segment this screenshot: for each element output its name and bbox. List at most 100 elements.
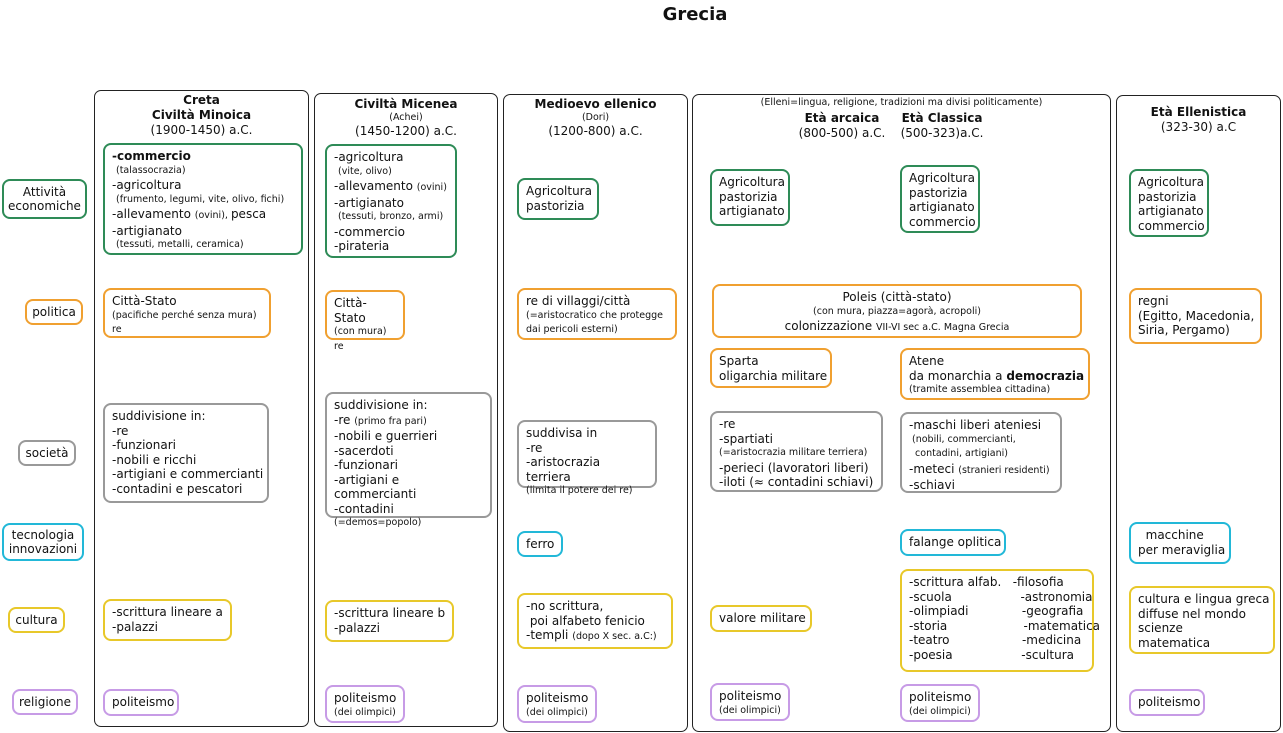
category-societa: società (18, 440, 76, 466)
medioevo-soc-detail: (limita il potere dei re) (526, 485, 633, 496)
header-classica-dates: (500-323)a.C. (900, 126, 984, 140)
poleis-colonizzazione-detail: VII-VI sec a.C. Magna Grecia (875, 322, 1010, 333)
arcaica-rel-detail: (dei olimpici) (719, 704, 781, 716)
header-ellenica-note: (Elleni=lingua, religione, tradizioni ma… (760, 97, 1043, 108)
atene-detail: (tramite assemblea cittadina) (909, 384, 1051, 395)
page-title: Grecia (662, 4, 728, 25)
minoica-eco-pesca: pesca (230, 207, 267, 221)
header-micenea: Civiltà Micenea (Achei) (1450-1200) a.C. (314, 97, 498, 139)
poleis-box: Poleis (città-stato) (con mura, piazza=a… (712, 284, 1082, 338)
medioevo-cultura-box: -no scrittura, poi alfabeto fenicio -tem… (517, 593, 673, 649)
medioevo-soc-aristocrazia: -aristocrazia terriera (526, 455, 601, 484)
micenea-religione-box: politeismo (dei olimpici) (325, 685, 405, 723)
classica-cultura-box: -scrittura alfab. -filosofia -scuola -as… (900, 569, 1100, 672)
arcaica-soc-re: -re (719, 417, 736, 431)
micenea-pol-citta: Città-Stato (334, 296, 367, 325)
micenea-eco-art-detail: (tessuti, bronzo, armi) (338, 211, 444, 222)
medioevo-religione-box: politeismo (dei olimpici) (517, 685, 597, 723)
header-medioevo-people: (Dori) (581, 112, 610, 123)
minoica-eco-artigianato-detail: (tessuti, metalli, ceramica) (116, 239, 244, 250)
arcaica-cultura-box: valore militare (710, 605, 812, 632)
micenea-politica-box: Città-Stato (con mura) re (325, 290, 405, 352)
medioevo-pol-detail2: dai pericoli esterni) (526, 324, 618, 335)
minoica-eco-ovini: (ovini), (194, 210, 231, 221)
arcaica-economia-box: Agricoltura pastorizia artigianato (710, 169, 790, 226)
medioevo-pol-re: re di villaggi/città (526, 294, 631, 308)
category-cultura: cultura (8, 607, 65, 633)
arcaica-soc-spartiati-detail: (=aristocrazia militare terriera) (719, 447, 868, 458)
medioevo-cul-templi-detail: (dopo X sec. a.C:) (572, 631, 657, 642)
micenea-soc-demos: (=demos=popolo) (334, 517, 422, 528)
minoica-eco-talassocrazia: (talassocrazia) (116, 164, 186, 176)
arcaica-rel-politeismo: politeismo (719, 689, 782, 703)
header-ellenica-note-wrap: (Elleni=lingua, religione, tradizioni ma… (692, 97, 1111, 109)
micenea-economia-box: -agricoltura (vite, olivo) -allevamento … (325, 144, 457, 258)
poleis-detail: (con mura, piazza=agorà, acropoli) (813, 305, 981, 317)
classica-soc-maschi-detail1: (nobili, commercianti, (909, 433, 1016, 445)
header-classica: Età Classica (500-323)a.C. (882, 111, 1002, 141)
micenea-rel-detail: (dei olimpici) (334, 706, 396, 718)
ellenistica-politica-box: regni (Egitto, Macedonia, Siria, Pergamo… (1129, 288, 1262, 344)
minoica-pol-detail: (pacifiche perché senza mura) (112, 309, 257, 321)
header-medioevo-name: Medioevo ellenico (534, 97, 657, 111)
medioevo-cul-templi: -templi (526, 628, 569, 642)
atene-democrazia: democrazia (1006, 368, 1085, 383)
header-medioevo: Medioevo ellenico (Dori) (1200-800) a.C. (503, 97, 688, 139)
medioevo-economia-box: Agricoltura pastorizia (517, 178, 599, 220)
header-minoica-place: Creta (183, 93, 220, 107)
minoica-eco-artigianato: -artigianato (112, 223, 182, 238)
column-ellenistica (1116, 95, 1281, 732)
minoica-politica-box: Città-Stato (pacifiche perché senza mura… (103, 288, 271, 338)
header-ellenistica-name: Età Ellenistica (1150, 105, 1247, 119)
micenea-cultura-box: -scrittura lineare b -palazzi (325, 600, 454, 642)
medioevo-cul-noscrittura: -no scrittura, (526, 599, 604, 613)
header-medioevo-dates: (1200-800) a.C. (548, 124, 643, 138)
header-micenea-name: Civiltà Micenea (354, 97, 458, 111)
ellenistica-economia-box: Agricoltura pastorizia artigianato comme… (1129, 169, 1209, 237)
header-ellenistica: Età Ellenistica (323-30) a.C (1116, 105, 1281, 135)
micenea-soc-re-detail: (primo fra pari) (354, 415, 427, 427)
header-minoica: Creta Civiltà Minoica (1900-1450) a.C. (94, 93, 309, 138)
classica-soc-maschi-detail2: contadini, artigiani) (909, 448, 1008, 459)
classica-societa-box: -maschi liberi ateniesi (nobili, commerc… (900, 412, 1062, 493)
atene-title: Atene (909, 354, 945, 368)
classica-economia-box: Agricoltura pastorizia artigianato comme… (900, 165, 980, 233)
classica-soc-maschi: -maschi liberi ateniesi (909, 418, 1042, 432)
micenea-soc-artigiani: -artigiani e commercianti (334, 472, 417, 502)
micenea-soc-suddivisione: suddivisione in: (334, 398, 428, 412)
micenea-eco-artigianato: -artigianato (334, 195, 404, 210)
classica-soc-meteci: -meteci (909, 461, 955, 476)
header-classica-name: Età Classica (901, 111, 983, 125)
micenea-soc-funzionari: -funzionari (334, 458, 398, 472)
minoica-eco-allevamento: -allevamento (112, 207, 191, 221)
minoica-pol-re: re (112, 324, 122, 335)
micenea-eco-allevamento: -allevamento (334, 179, 413, 193)
classica-tecnologia-box: falange oplitica (900, 529, 1006, 556)
micenea-soc-nobili: -nobili e guerrieri (334, 429, 438, 443)
medioevo-rel-detail: (dei olimpici) (526, 706, 588, 718)
medioevo-pol-detail1: (=aristocratico che protegge (526, 309, 664, 321)
medioevo-soc-re: -re (526, 440, 543, 455)
header-arcaica-name: Età arcaica (804, 111, 880, 125)
column-minoica (94, 90, 309, 727)
header-micenea-people: (Achei) (389, 112, 423, 123)
arcaica-soc-perieci: -perieci (lavoratori liberi) (719, 460, 869, 475)
micenea-societa-box: suddivisione in: -re (primo fra pari) -n… (325, 392, 492, 528)
minoica-eco-agricoltura-detail: (frumento, legumi, vite, olivo, fichi) (116, 193, 285, 205)
poleis-colonizzazione: colonizzazione (784, 319, 873, 333)
classica-rel-detail: (dei olimpici) (909, 705, 971, 717)
ellenistica-religione-box: politeismo (1129, 689, 1205, 716)
arcaica-soc-spartiati: -spartiati (719, 431, 773, 446)
micenea-eco-commercio: -commercio (334, 224, 405, 239)
category-politica: politica (25, 299, 83, 325)
atene-monarchia: da monarchia a (909, 368, 1007, 383)
minoica-religione-box: politeismo (103, 689, 179, 716)
classica-soc-schiavi: -schiavi (909, 478, 955, 492)
minoica-pol-citta: Città-Stato (112, 294, 177, 308)
medioevo-societa-box: suddivisa in -re -aristocrazia terriera … (517, 420, 657, 496)
classica-religione-box: politeismo (dei olimpici) (900, 684, 980, 722)
micenea-pol-detail: (con mura) (334, 326, 387, 337)
micenea-eco-agricoltura: -agricoltura (334, 150, 404, 164)
micenea-soc-sacerdoti: -sacerdoti (334, 443, 394, 458)
medioevo-politica-box: re di villaggi/città (=aristocratico che… (517, 288, 677, 340)
